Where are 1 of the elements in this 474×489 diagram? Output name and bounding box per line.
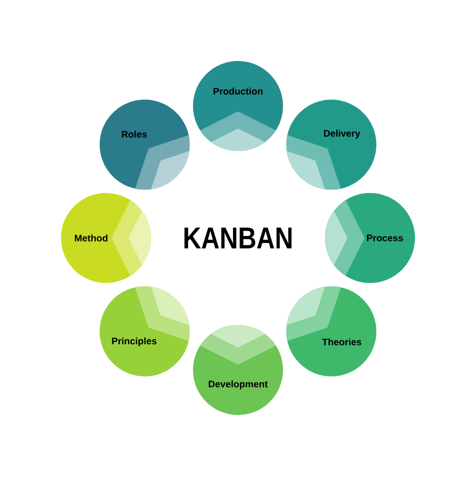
title: KANBAN	[184, 228, 292, 248]
